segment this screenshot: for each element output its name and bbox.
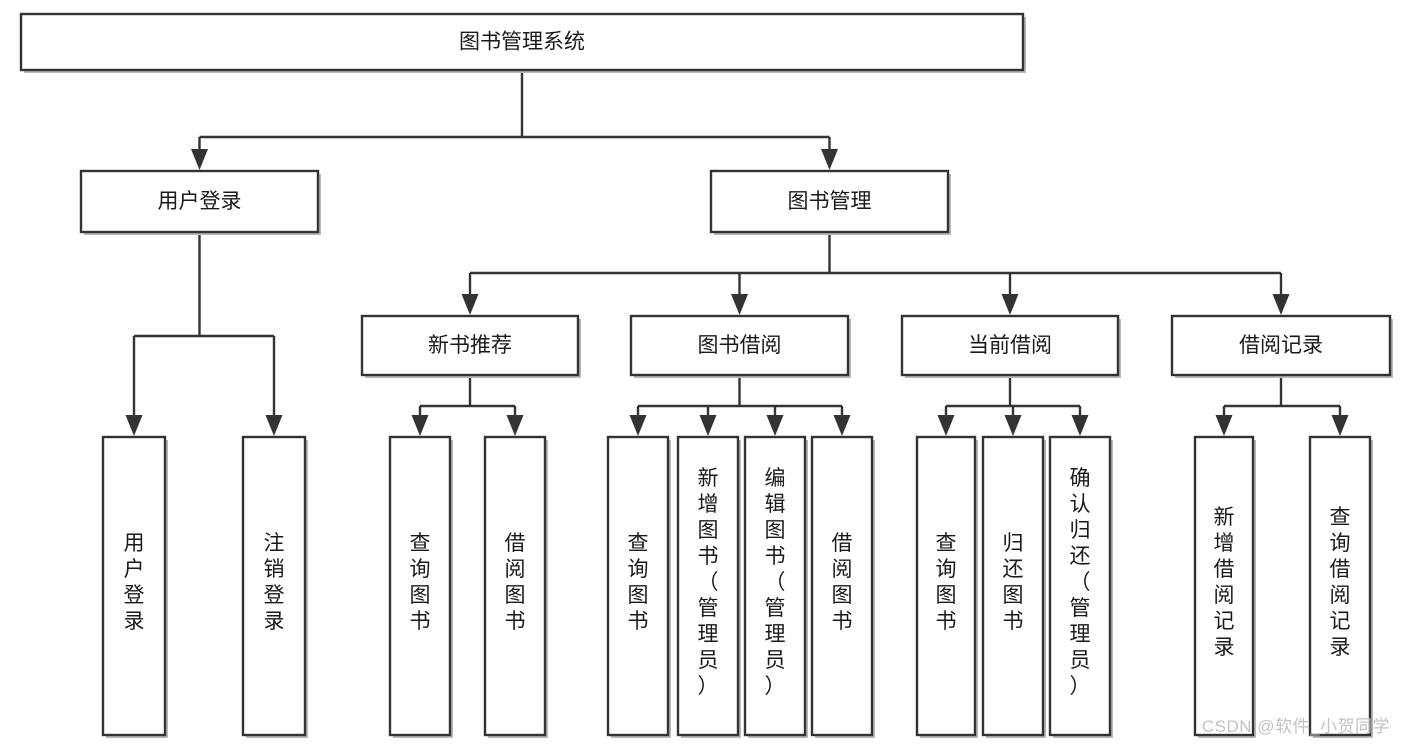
connector-group-root	[191, 70, 838, 170]
node-label: 图书管理系统	[459, 31, 585, 54]
node-label: 确认归还（管理员）	[1070, 467, 1091, 698]
arrow-head-icon	[833, 415, 851, 436]
arrow-head-icon	[506, 415, 524, 436]
node-l-br-query[interactable]: 查询借阅记录	[1308, 435, 1373, 738]
node-rect[interactable]	[1170, 314, 1392, 377]
node-label: 查询图书	[628, 532, 649, 633]
arrow-head-icon	[1272, 294, 1290, 315]
arrow-head-icon	[1004, 415, 1022, 436]
arrow-head-icon	[265, 415, 283, 436]
node-rect[interactable]	[676, 435, 740, 737]
node-rect[interactable]	[1193, 435, 1255, 737]
node-label: 查询借阅记录	[1330, 506, 1351, 659]
node-rect[interactable]	[79, 169, 320, 234]
node-user-login[interactable]: 用户登录	[79, 169, 321, 235]
connector-group-borrow-record	[1215, 375, 1349, 436]
node-rect[interactable]	[1048, 435, 1112, 737]
connector-group-new-book-rec	[411, 375, 524, 436]
node-leaf-user-login[interactable]: 用户登录	[101, 435, 168, 738]
node-rect[interactable]	[743, 435, 807, 737]
node-l-bb-edit[interactable]: 编辑图书（管理员）	[743, 435, 808, 738]
node-l-bb-add[interactable]: 新增图书（管理员）	[676, 435, 741, 738]
node-l-br-add[interactable]: 新增借阅记录	[1193, 435, 1256, 738]
arrow-head-icon	[191, 149, 208, 170]
arrow-head-icon	[699, 415, 717, 436]
connector-layer	[125, 70, 1349, 436]
arrow-head-icon	[1215, 415, 1233, 436]
node-label: 当前借阅	[968, 334, 1052, 357]
node-label: 图书借阅	[698, 334, 782, 357]
node-label: 查询图书	[410, 532, 431, 633]
node-label: 新增图书（管理员）	[698, 467, 719, 698]
node-rect[interactable]	[915, 435, 977, 737]
connector-group-user-login	[125, 232, 283, 436]
arrow-head-icon	[461, 294, 479, 315]
arrow-head-icon	[411, 415, 429, 436]
arrow-head-icon	[1001, 294, 1019, 315]
node-rect[interactable]	[709, 169, 950, 234]
node-l-bb-query[interactable]: 查询图书	[606, 435, 671, 738]
node-root[interactable]: 图书管理系统	[19, 12, 1026, 73]
node-label: 借阅图书	[505, 532, 526, 633]
node-layer: 图书管理系统用户登录图书管理新书推荐图书借阅当前借阅借阅记录用户登录注销登录查询…	[19, 12, 1393, 738]
node-label: 新书推荐	[428, 334, 512, 357]
node-book-manage[interactable]: 图书管理	[709, 169, 951, 235]
node-rect[interactable]	[900, 314, 1120, 377]
node-label: 查询图书	[936, 532, 957, 633]
node-rect[interactable]	[981, 435, 1045, 737]
node-rect[interactable]	[606, 435, 670, 737]
node-l-nbr-borrow[interactable]: 借阅图书	[483, 435, 548, 738]
node-label: 编辑图书（管理员）	[765, 467, 786, 698]
node-l-cb-query[interactable]: 查询图书	[915, 435, 978, 738]
node-rect[interactable]	[629, 314, 850, 377]
arrow-head-icon	[1071, 415, 1089, 436]
node-book-borrow[interactable]: 图书借阅	[629, 314, 851, 378]
node-rect[interactable]	[810, 435, 874, 737]
node-l-cb-confirm[interactable]: 确认归还（管理员）	[1048, 435, 1113, 738]
node-label: 借阅记录	[1239, 334, 1323, 357]
connector-group-book-borrow	[629, 375, 851, 436]
node-label: 用户登录	[124, 532, 145, 633]
node-rect[interactable]	[241, 435, 307, 737]
node-rect[interactable]	[1308, 435, 1372, 737]
node-rect[interactable]	[388, 435, 452, 737]
arrow-head-icon	[629, 415, 647, 436]
node-borrow-record[interactable]: 借阅记录	[1170, 314, 1393, 378]
node-label: 用户登录	[158, 190, 242, 213]
csdn-watermark: CSDN @软件_小贺同学	[1202, 717, 1390, 736]
arrow-head-icon	[125, 415, 143, 436]
node-leaf-user-logout[interactable]: 注销登录	[241, 435, 308, 738]
arrow-head-icon	[821, 149, 838, 170]
node-current-borrow[interactable]: 当前借阅	[900, 314, 1121, 378]
arrow-head-icon	[937, 415, 955, 436]
arrow-head-icon	[731, 294, 748, 315]
node-rect[interactable]	[101, 435, 167, 737]
node-rect[interactable]	[360, 314, 580, 377]
node-rect[interactable]	[483, 435, 547, 737]
node-rect[interactable]	[19, 12, 1025, 72]
node-l-cb-return[interactable]: 归还图书	[981, 435, 1046, 738]
node-new-book-rec[interactable]: 新书推荐	[360, 314, 581, 378]
arrow-head-icon	[766, 415, 784, 436]
arrow-head-icon	[1331, 415, 1349, 436]
node-l-bb-borrow[interactable]: 借阅图书	[810, 435, 875, 738]
connector-group-current-borrow	[937, 375, 1089, 436]
node-label: 图书管理	[788, 190, 872, 213]
connector-group-book-manage	[461, 232, 1290, 315]
node-label: 归还图书	[1003, 532, 1024, 633]
node-label: 借阅图书	[832, 532, 853, 633]
node-l-nbr-query[interactable]: 查询图书	[388, 435, 453, 738]
node-label: 注销登录	[264, 532, 285, 633]
node-label: 新增借阅记录	[1214, 506, 1235, 659]
